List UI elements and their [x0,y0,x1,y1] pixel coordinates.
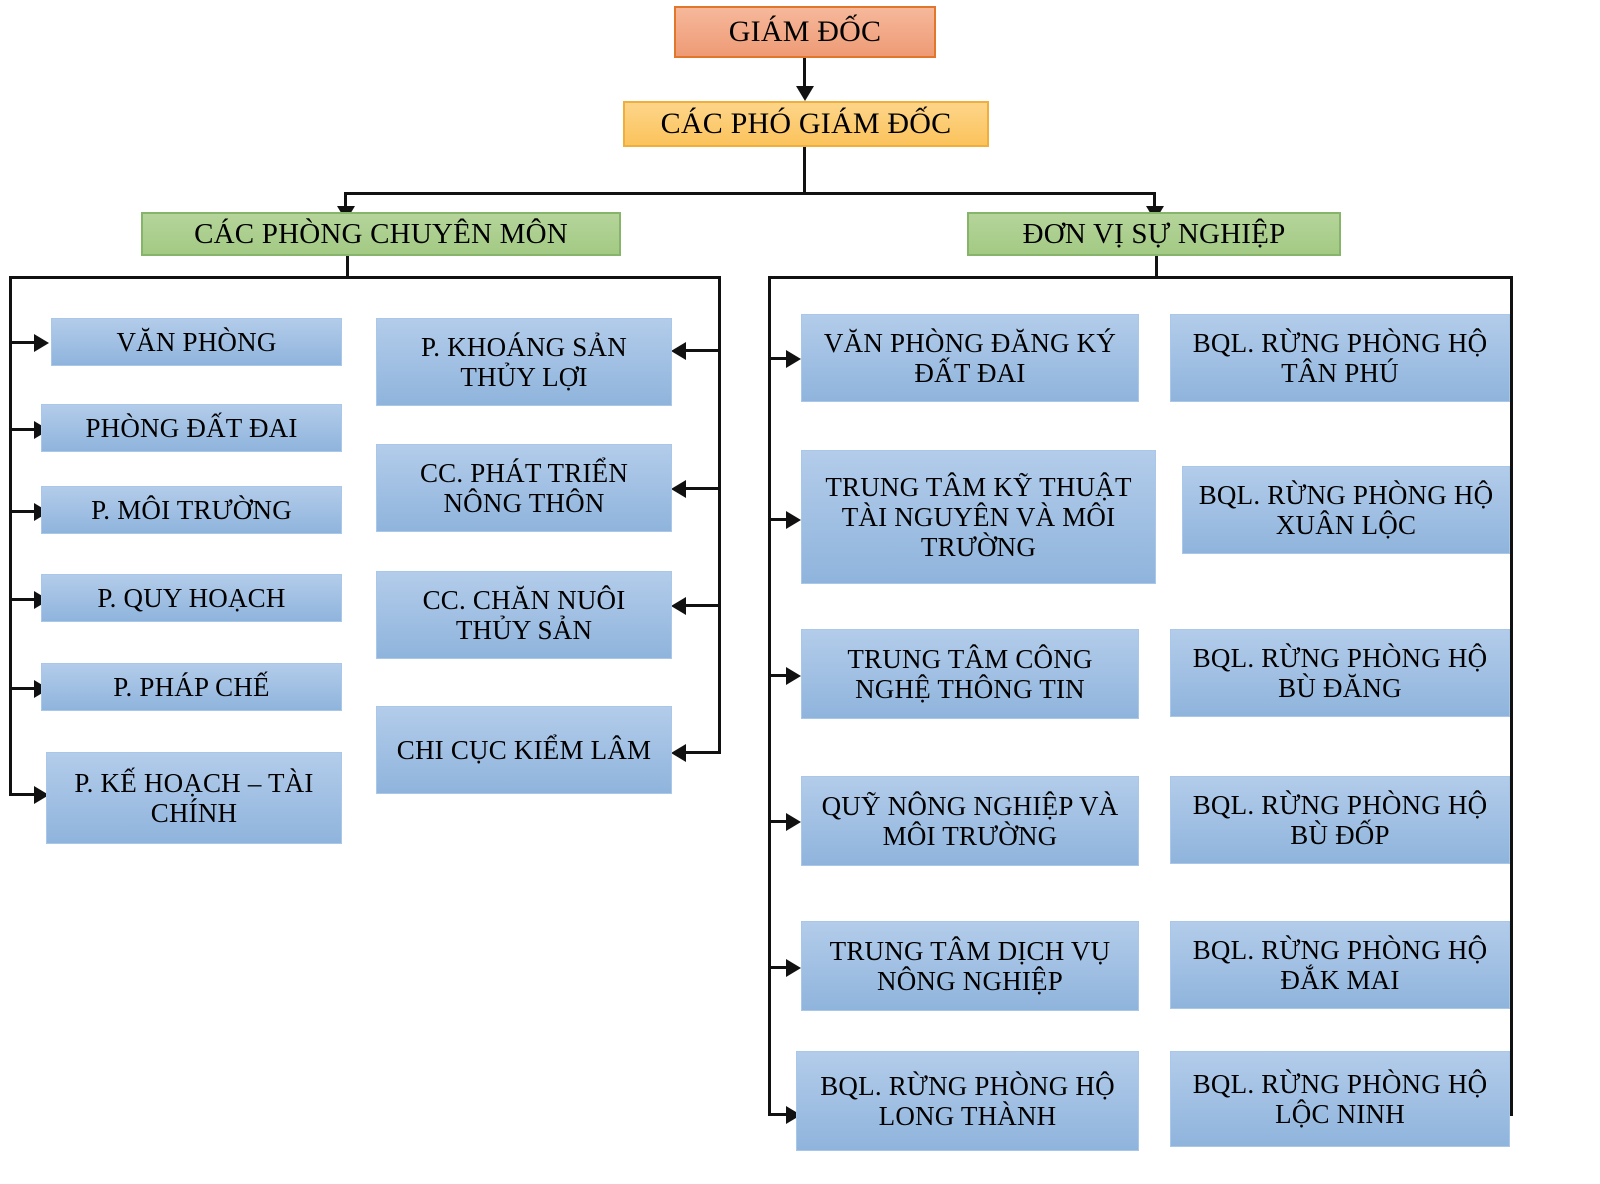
connector-stub [768,966,792,969]
connector-professional-stem [346,256,349,278]
connector-stub [768,1113,792,1116]
node-bql-rung-phong-ho-bu-dop[interactable]: BQL. RỪNG PHÒNG HỘ BÙ ĐỐP [1170,776,1510,864]
node-director[interactable]: GIÁM ĐỐC [674,6,936,58]
node-cc-phat-trien-nong-thon[interactable]: CC. PHÁT TRIỂN NÔNG THÔN [376,444,672,532]
arrow-left-icon [671,744,686,762]
connector-deputy-right-drop [1153,192,1156,212]
node-quy-nong-nghiep-va-moi-truong[interactable]: QUỸ NÔNG NGHIỆP VÀ MÔI TRƯỜNG [801,776,1139,866]
connector-public-service-right-rail [1510,276,1513,1116]
connector-stub [686,487,720,490]
arrow-left-icon [671,597,686,615]
node-cc-chan-nuoi-thuy-san[interactable]: CC. CHĂN NUÔI THỦY SẢN [376,571,672,659]
node-van-phong[interactable]: VĂN PHÒNG [51,318,342,366]
connector-public-service-stem [1155,256,1158,278]
connector-professional-left-rail [9,276,12,796]
connector-stub [9,341,41,344]
node-p-moi-truong[interactable]: P. MÔI TRƯỜNG [41,486,342,534]
node-bql-rung-phong-ho-loc-ninh[interactable]: BQL. RỪNG PHÒNG HỘ LỘC NINH [1170,1051,1510,1147]
connector-stub [9,793,41,796]
node-bql-rung-phong-ho-bu-dang[interactable]: BQL. RỪNG PHÒNG HỘ BÙ ĐĂNG [1170,629,1510,717]
arrow-right-icon [786,959,801,977]
arrow-right-icon [786,667,801,685]
connector-professional-bar [9,276,721,279]
connector-stub [768,518,792,521]
connector-stub [9,510,41,513]
connector-stub [9,428,41,431]
node-trung-tam-ky-thuat-tai-nguyen-va-moi-truong[interactable]: TRUNG TÂM KỸ THUẬT TÀI NGUYÊN VÀ MÔI TRƯ… [801,450,1156,584]
connector-director-to-deputy [803,58,806,90]
connector-stub [768,357,792,360]
connector-deputy-left-drop [344,192,347,212]
arrow-left-icon [671,480,686,498]
node-bql-rung-phong-ho-tan-phu[interactable]: BQL. RỪNG PHÒNG HỘ TÂN PHÚ [1170,314,1510,402]
arrow-right-icon [34,334,49,352]
node-p-phap-che[interactable]: P. PHÁP CHẾ [41,663,342,711]
node-trung-tam-dich-vu-nong-nghiep[interactable]: TRUNG TÂM DỊCH VỤ NÔNG NGHIỆP [801,921,1139,1011]
node-group-professional[interactable]: CÁC PHÒNG CHUYÊN MÔN [141,212,621,256]
connector-deputy-bar [344,192,1156,195]
node-bql-rung-phong-ho-long-thanh[interactable]: BQL. RỪNG PHÒNG HỘ LONG THÀNH [796,1051,1139,1151]
arrow-right-icon [34,786,49,804]
connector-stub [686,349,720,352]
connector-stub [768,820,792,823]
connector-stub [768,674,792,677]
connector-public-service-bar [768,276,1513,279]
connector-stub [9,598,41,601]
node-bql-rung-phong-ho-xuan-loc[interactable]: BQL. RỪNG PHÒNG HỘ XUÂN LỘC [1182,466,1510,554]
node-p-khoang-san-thuy-loi[interactable]: P. KHOÁNG SẢN THỦY LỢI [376,318,672,406]
connector-stub [686,604,720,607]
connector-stub [9,687,41,690]
node-deputy-directors[interactable]: CÁC PHÓ GIÁM ĐỐC [623,101,989,147]
node-group-public-service[interactable]: ĐƠN VỊ SỰ NGHIỆP [967,212,1341,256]
node-p-ke-hoach-tai-chinh[interactable]: P. KẾ HOẠCH – TÀI CHÍNH [46,752,342,844]
connector-deputy-stem [803,147,806,194]
node-phong-dat-dai[interactable]: PHÒNG ĐẤT ĐAI [41,404,342,452]
connector-stub [686,751,720,754]
node-trung-tam-cong-nghe-thong-tin[interactable]: TRUNG TÂM CÔNG NGHỆ THÔNG TIN [801,629,1139,719]
connector-public-service-left-rail [768,276,771,1116]
arrow-right-icon [786,350,801,368]
arrow-right-icon [786,511,801,529]
node-van-phong-dang-ky-dat-dai[interactable]: VĂN PHÒNG ĐĂNG KÝ ĐẤT ĐAI [801,314,1139,402]
node-bql-rung-phong-ho-dak-mai[interactable]: BQL. RỪNG PHÒNG HỘ ĐẮK MAI [1170,921,1510,1009]
arrow-down-icon [796,86,814,101]
arrow-right-icon [786,813,801,831]
node-chi-cuc-kiem-lam[interactable]: CHI CỤC KIỂM LÂM [376,706,672,794]
arrow-left-icon [671,342,686,360]
connector-professional-right-rail [718,276,721,754]
node-p-quy-hoach[interactable]: P. QUY HOẠCH [41,574,342,622]
